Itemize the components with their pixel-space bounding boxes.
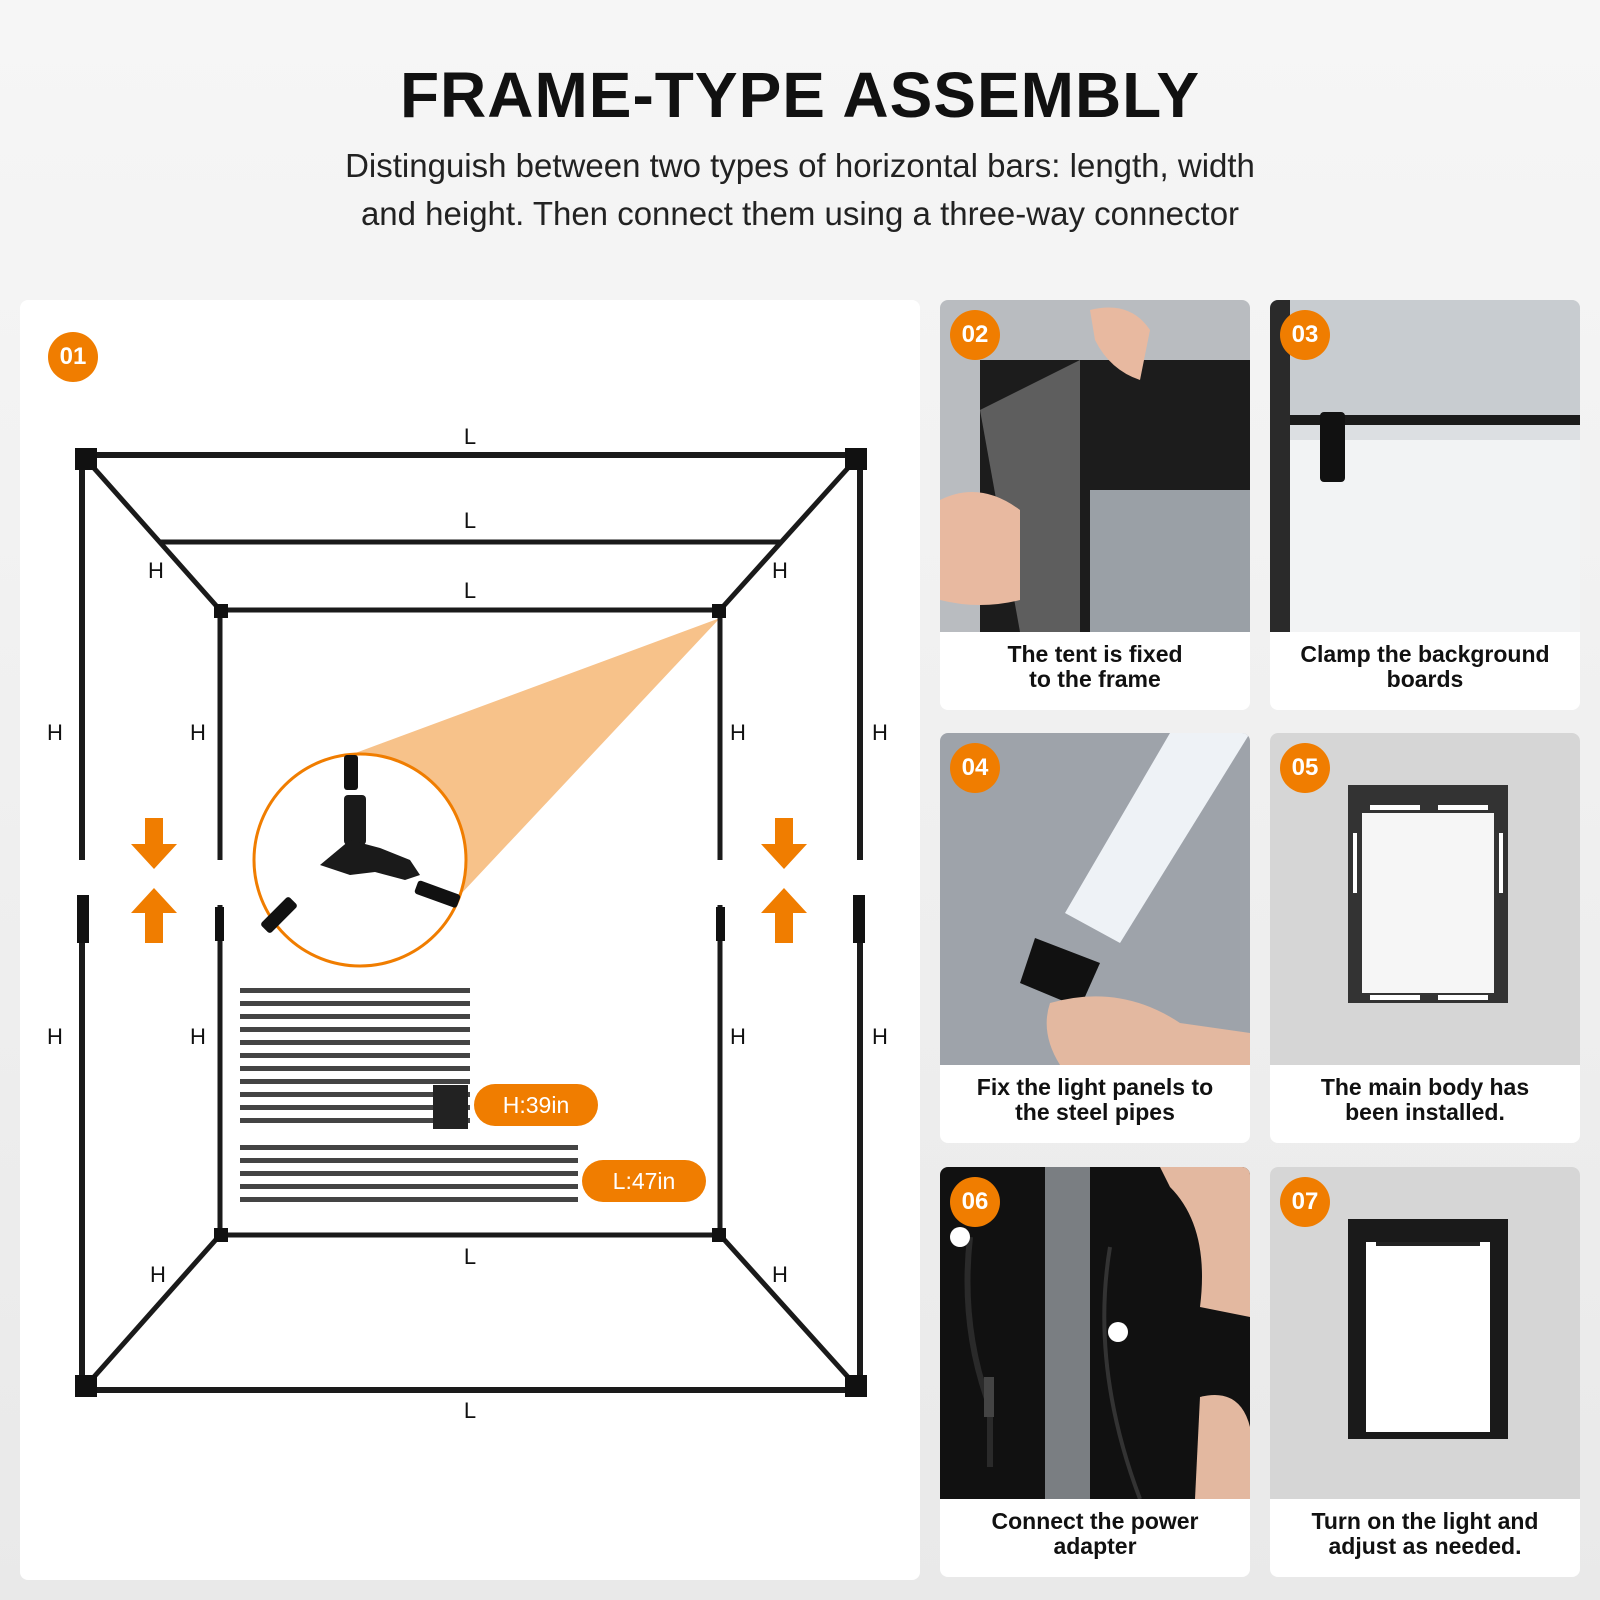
tent-zipper-photo <box>940 300 1250 632</box>
step-badge-02: 02 <box>950 310 1000 360</box>
outer-frame <box>79 452 863 1393</box>
caption-line-2: been installed. <box>1345 1099 1505 1125</box>
caption-line-1: Fix the light panels to <box>976 1074 1214 1100</box>
frame-diagram-panel: 01 <box>20 300 920 1580</box>
length-h-badge: H:39in <box>474 1084 598 1126</box>
light-panel-photo <box>940 733 1250 1065</box>
arrow-up-icon <box>131 888 177 943</box>
caption-line-2: the steel pipes <box>1015 1099 1175 1125</box>
label-l-top: L <box>463 424 477 449</box>
frame-diagram <box>75 448 867 1397</box>
label-h-bl-diag: H <box>150 1262 166 1287</box>
subtitle-line-2: and height. Then connect them using a th… <box>360 195 1240 232</box>
arrows <box>131 818 807 943</box>
step-badge-05: 05 <box>1280 743 1330 793</box>
step-card-05: 05 The main body has been installed. <box>1270 733 1580 1143</box>
page-title: FRAME-TYPE ASSEMBLY <box>399 59 1201 131</box>
caption-line-1: Turn on the light and <box>1311 1508 1539 1534</box>
step-card-07: 07 Turn on the light and adjust as neede… <box>1270 1167 1580 1577</box>
label-h-left-inner-2: H <box>190 1024 206 1049</box>
caption-line-2: to the frame <box>1029 666 1161 692</box>
caption-line-2: boards <box>1386 666 1464 692</box>
caption-line-1: The tent is fixed <box>1007 641 1183 667</box>
label-h-tl-diag: H <box>148 558 164 583</box>
three-way-connector-icon <box>320 840 420 880</box>
step-badge-06: 06 <box>950 1177 1000 1227</box>
label-h-left-outer-2: H <box>47 1024 63 1049</box>
label-l-middle: L <box>463 508 477 533</box>
label-h-right-inner-2: H <box>730 1024 746 1049</box>
step-caption-05: The main body has been installed. <box>1270 1075 1580 1125</box>
step-caption-03: Clamp the background boards <box>1270 642 1580 692</box>
label-h-br-diag: H <box>772 1262 788 1287</box>
step-caption-02: The tent is fixed to the frame <box>940 642 1250 692</box>
step-caption-04: Fix the light panels to the steel pipes <box>940 1075 1250 1125</box>
length-l-badge: L:47in <box>582 1160 706 1202</box>
inner-frame <box>83 456 859 1389</box>
bars-bundle-h <box>240 988 470 1129</box>
step-card-03: 03 Clamp the background boards <box>1270 300 1580 710</box>
caption-line-1: Clamp the background <box>1300 641 1550 667</box>
step-card-06: 06 Connect the power adapter <box>940 1167 1250 1577</box>
main-body-photo <box>1270 733 1580 1065</box>
step-caption-07: Turn on the light and adjust as needed. <box>1270 1509 1580 1559</box>
connector-zoom <box>252 752 468 968</box>
arrow-down-icon <box>131 818 177 869</box>
label-h-right-inner-1: H <box>730 720 746 745</box>
caption-line-1: The main body has <box>1320 1074 1530 1100</box>
step-card-02: 02 The tent is fixed to the frame <box>940 300 1250 710</box>
page-subtitle: Distinguish between two types of horizon… <box>250 142 1350 238</box>
step-card-04: 04 Fix the light panels to the steel pip… <box>940 733 1250 1143</box>
caption-line-2: adjust as needed. <box>1328 1533 1522 1559</box>
label-h-right-outer-2: H <box>872 1024 888 1049</box>
subtitle-line-1: Distinguish between two types of horizon… <box>345 147 1255 184</box>
bars-bundle-l <box>240 1145 578 1202</box>
step-badge-07: 07 <box>1280 1177 1330 1227</box>
step-badge-03: 03 <box>1280 310 1330 360</box>
label-h-right-outer-1: H <box>872 720 888 745</box>
label-l-bottom: L <box>463 1398 477 1423</box>
step-badge-01: 01 <box>48 332 98 382</box>
corner-joints <box>75 448 867 1397</box>
step-caption-06: Connect the power adapter <box>940 1509 1250 1559</box>
arrow-up-icon <box>761 888 807 943</box>
step-badge-04: 04 <box>950 743 1000 793</box>
label-h-left-outer-1: H <box>47 720 63 745</box>
caption-line-2: adapter <box>1053 1533 1137 1559</box>
label-h-left-inner-1: H <box>190 720 206 745</box>
label-l-inner-bottom: L <box>463 1244 477 1269</box>
label-l-inner: L <box>463 578 477 603</box>
light-on-photo <box>1270 1167 1580 1499</box>
caption-line-1: Connect the power <box>991 1508 1199 1534</box>
arrow-down-icon <box>761 818 807 869</box>
clamp-background-photo <box>1270 300 1580 632</box>
label-h-tr-diag: H <box>772 558 788 583</box>
power-adapter-photo <box>940 1167 1250 1499</box>
